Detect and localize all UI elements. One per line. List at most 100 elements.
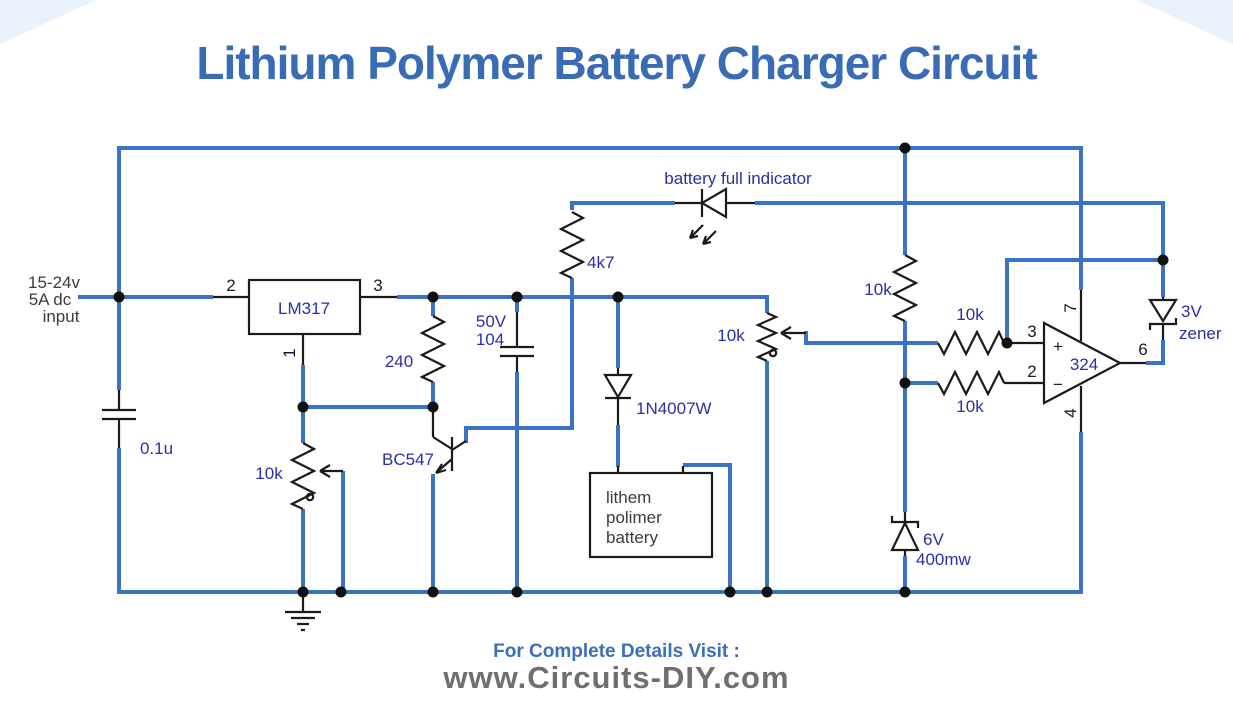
input-label-line1: 15-24v	[28, 273, 80, 292]
opamp-324: + − 324 3 2 7 4 6	[1027, 290, 1148, 432]
filter-capacitor: 50V 104	[476, 312, 534, 372]
junction-dot	[297, 401, 309, 413]
battery-box: lithem polimer battery	[588, 466, 714, 559]
resistor-240-label: 240	[385, 352, 413, 371]
ground-symbol	[285, 594, 321, 632]
pot-left-terminal-circle	[305, 492, 315, 502]
opamp-pin4-number: 4	[1061, 408, 1080, 417]
opamp-triangle	[1042, 321, 1123, 405]
junction-dot	[724, 586, 736, 598]
pot-left-label: 10k	[255, 464, 283, 483]
battery-full-led: battery full indicator	[664, 169, 812, 246]
input-label-line3: input	[43, 307, 80, 326]
input-cap-label: 0.1u	[140, 439, 173, 458]
junction-dots	[113, 142, 1169, 598]
junction-dot	[511, 291, 523, 303]
filter-cap-voltage: 50V	[476, 312, 507, 331]
diode-1n4007w: 1N4007W	[603, 368, 712, 425]
resistor-minus-symbol	[937, 369, 1006, 397]
led-emission-arrow-1	[688, 224, 704, 240]
junction-dot	[427, 586, 439, 598]
pot-mid: 10k	[717, 311, 806, 363]
zener6-triangle	[890, 520, 920, 552]
wire-led-left	[570, 201, 675, 210]
junction-dot	[899, 586, 911, 598]
resistor-4k7-symbol	[558, 211, 586, 280]
opamp-minus-sign: −	[1053, 375, 1063, 394]
resistor-plus-symbol	[937, 329, 1006, 357]
zener-6v: 6V 400mw	[890, 512, 972, 569]
junction-dot	[297, 586, 309, 598]
pot-mid-wiper-arrow	[780, 326, 792, 340]
lm317-box	[247, 278, 362, 336]
resistor-minus-input: 10k	[937, 369, 1044, 416]
diode-triangle	[603, 373, 633, 400]
zener3-triangle	[1148, 298, 1178, 324]
opamp-pin2-number: 2	[1027, 362, 1036, 381]
footer-site-url: www.Circuits-DIY.com	[443, 660, 790, 695]
resistor-plus-label: 10k	[956, 305, 984, 324]
junction-dot	[427, 291, 439, 303]
filter-cap-code: 104	[476, 330, 504, 349]
footer-visit-text: For Complete Details Visit :	[493, 641, 740, 662]
resistor-divider-symbol	[891, 254, 919, 323]
junction-dot	[899, 142, 911, 154]
junction-dot	[511, 586, 523, 598]
resistor-240: 240	[385, 315, 447, 384]
lm317-label: LM317	[278, 299, 330, 318]
corner-decoration-left	[0, 0, 96, 44]
junction-dot	[899, 377, 911, 389]
input-label-line2: 5A dc	[29, 290, 72, 309]
wire-opamp-out	[1146, 340, 1165, 365]
lm317-pin2-number: 2	[226, 276, 235, 295]
led-triangle	[699, 187, 728, 219]
wire-battery-return	[683, 463, 732, 594]
pot-left-resistor-symbol	[289, 442, 317, 511]
transistor-bc547: BC547	[382, 407, 467, 475]
battery-label-line1: lithem	[606, 488, 651, 507]
battery-outline	[588, 471, 714, 559]
battery-label-line3: battery	[606, 528, 658, 547]
wire-plus-node	[1005, 258, 1163, 343]
input-capacitor: 0.1u	[102, 390, 173, 458]
led-label: battery full indicator	[664, 169, 812, 188]
lm317-pin1-number: 1	[280, 348, 299, 357]
pot-left: 10k	[255, 442, 343, 511]
bc547-emitter	[436, 458, 453, 473]
battery-label-line2: polimer	[606, 508, 662, 527]
resistor-minus-label: 10k	[956, 397, 984, 416]
opamp-plus-sign: +	[1053, 337, 1063, 356]
junction-dot	[113, 291, 125, 303]
corner-decoration-right	[1137, 0, 1233, 44]
bc547-collector	[451, 440, 467, 451]
power-input: 15-24v 5A dc input	[28, 273, 80, 326]
zener6-value: 6V	[923, 530, 944, 549]
resistor-240-symbol	[419, 315, 447, 384]
diode-label: 1N4007W	[636, 399, 712, 418]
wire-led-right	[755, 201, 1165, 297]
resistor-divider: 10k	[864, 254, 919, 323]
junction-dot	[427, 401, 439, 413]
opamp-pin6-number: 6	[1138, 340, 1147, 359]
opamp-pin7-number: 7	[1061, 303, 1080, 312]
pot-left-wiper-arrow	[319, 464, 331, 478]
pot-mid-terminal-circle	[768, 348, 778, 358]
junction-dot	[1001, 337, 1013, 349]
zener-3v: 3V zener	[1148, 297, 1222, 343]
opamp-pin3-number: 3	[1027, 322, 1036, 341]
junction-dot	[335, 586, 347, 598]
wire-output-rail	[397, 295, 769, 313]
lm317-pin3-number: 3	[373, 276, 382, 295]
resistor-4k7: 4k7	[558, 211, 614, 280]
wire-wiper-mid	[804, 331, 938, 345]
pot-mid-resistor-symbol	[755, 311, 779, 363]
opamp-label: 324	[1070, 355, 1098, 374]
zener3-type: zener	[1179, 324, 1222, 343]
bc547-emitter-arrow	[435, 463, 447, 475]
lm317-regulator: LM317 2 3 1	[213, 276, 397, 365]
junction-dot	[1157, 254, 1169, 266]
junction-dot	[612, 291, 624, 303]
zener3-value: 3V	[1181, 302, 1202, 321]
wires	[78, 146, 1165, 594]
